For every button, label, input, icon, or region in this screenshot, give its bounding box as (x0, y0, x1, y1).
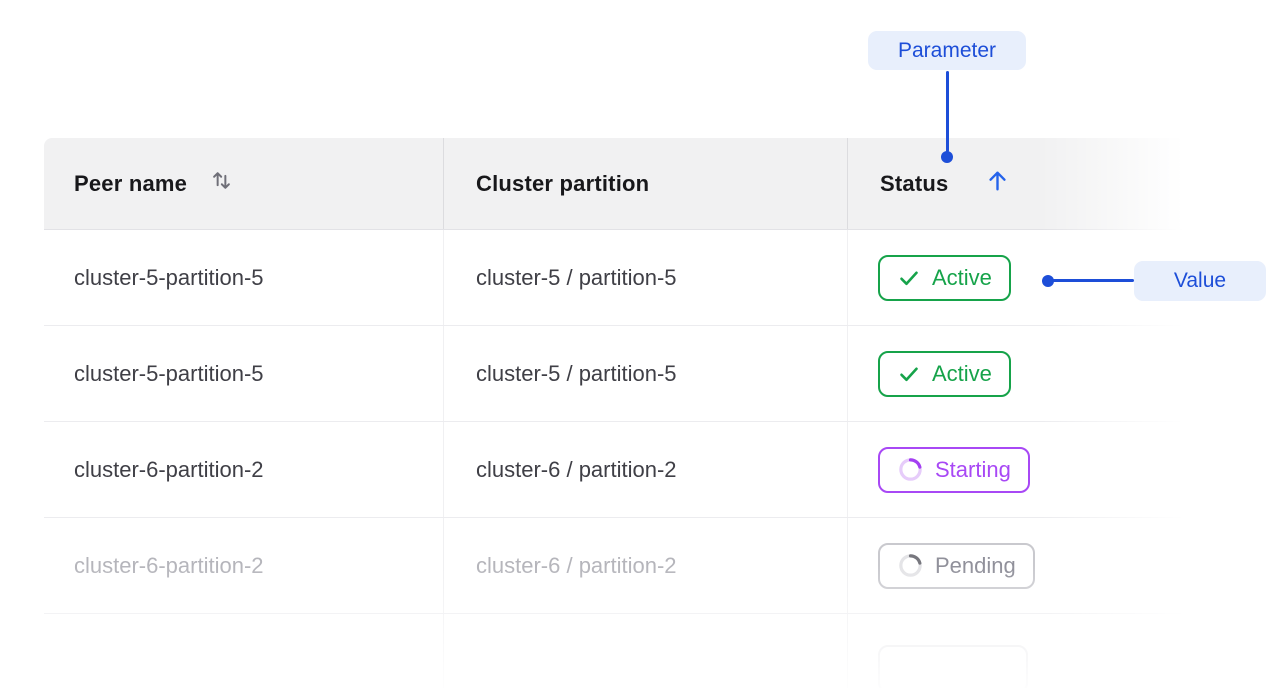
table-row[interactable]: cluster-5-partition-5 cluster-5 / partit… (44, 230, 1272, 326)
parameter-annotation-pill: Parameter (868, 31, 1026, 70)
sort-both-icon[interactable] (209, 168, 234, 199)
table-header-row: Peer name Cluster partition Status (44, 138, 1272, 230)
spinner-icon (897, 552, 924, 579)
spinner-icon (897, 456, 924, 483)
value-annotation-line (1052, 279, 1134, 282)
cell-cluster-partition: cluster-6 / partition-2 (444, 518, 848, 613)
parameter-annotation-line (945, 71, 949, 152)
value-annotation-label: Value (1173, 269, 1227, 292)
table-row (44, 614, 1272, 688)
cell-cluster-partition: cluster-5 / partition-5 (444, 230, 848, 325)
status-badge-label: Starting (935, 456, 1011, 482)
cell-status: Active (848, 230, 1272, 325)
status-badge-active: Active (878, 350, 1011, 397)
sort-ascending-icon[interactable] (984, 167, 1011, 200)
cell-peer-name: cluster-6-partition-2 (44, 518, 444, 613)
parameter-annotation-dot (941, 151, 953, 163)
table-row[interactable]: cluster-5-partition-5 cluster-5 / partit… (44, 326, 1272, 422)
status-badge-label: Active (932, 264, 992, 290)
cell-status: Starting (848, 422, 1272, 517)
status-badge-label: Pending (935, 552, 1016, 578)
cell-cluster-partition: cluster-6 / partition-2 (444, 422, 848, 517)
cell-peer-name: cluster-6-partition-2 (44, 422, 444, 517)
table-row[interactable]: cluster-6-partition-2 cluster-6 / partit… (44, 518, 1272, 614)
status-badge-starting: Starting (878, 446, 1030, 493)
cell-cluster-partition: cluster-5 / partition-5 (444, 326, 848, 421)
check-icon (897, 362, 921, 386)
status-badge-pending: Pending (878, 542, 1035, 589)
status-badge-label: Active (932, 360, 992, 386)
value-annotation-pill: Value (1134, 261, 1266, 301)
column-header-status-label: Status (880, 170, 949, 196)
column-header-cluster-partition-label: Cluster partition (476, 170, 650, 196)
cell-peer-name: cluster-5-partition-5 (44, 230, 444, 325)
column-header-cluster-partition[interactable]: Cluster partition (444, 138, 848, 229)
column-header-peer-name[interactable]: Peer name (44, 138, 444, 229)
table-body: cluster-5-partition-5 cluster-5 / partit… (44, 230, 1272, 688)
table-row[interactable]: cluster-6-partition-2 cluster-6 / partit… (44, 422, 1272, 518)
column-header-peer-name-label: Peer name (74, 170, 188, 196)
cell-peer-name (44, 614, 444, 688)
cell-status: Pending (848, 518, 1272, 613)
status-badge-ghost (878, 645, 1028, 688)
check-icon (897, 266, 921, 290)
cell-status (848, 614, 1272, 688)
column-header-status[interactable]: Status (848, 138, 1272, 229)
cell-cluster-partition (444, 614, 848, 688)
peers-table: Peer name Cluster partition Status (44, 138, 1272, 688)
cell-status: Active (848, 326, 1272, 421)
status-badge-active: Active (878, 254, 1011, 301)
parameter-annotation-label: Parameter (897, 38, 997, 62)
cell-peer-name: cluster-5-partition-5 (44, 326, 444, 421)
